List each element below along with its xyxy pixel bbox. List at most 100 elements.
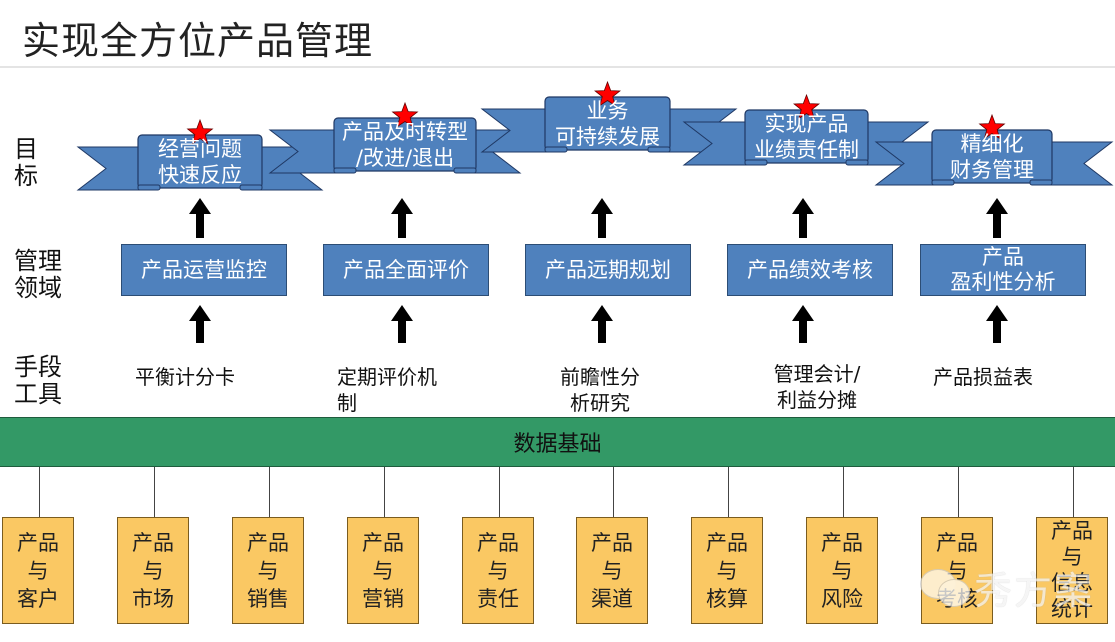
star-icon [978, 113, 1006, 140]
data-domain-label: 与 [716, 559, 738, 583]
row-label-goals-line: 标 [14, 162, 38, 190]
row-label-tools-line: 工具 [14, 380, 62, 408]
ribbon-left-tail [268, 129, 345, 174]
management-area-label: 产品运营监控 [141, 257, 267, 282]
ribbon-left-tail [682, 121, 756, 166]
management-area-box: 产品绩效考核 [727, 244, 893, 296]
tool-label-line: 利益分摊 [777, 388, 857, 412]
connector-line [958, 467, 959, 517]
data-domain-label: 信息 [1051, 571, 1093, 595]
data-domain-label: 核算 [706, 587, 748, 611]
management-area-label: 产品全面评价 [343, 257, 469, 282]
goal-label-line: 可持续发展 [555, 125, 660, 149]
ribbon-curl [333, 167, 357, 174]
data-domain-label: 与 [257, 559, 279, 583]
data-domain-label: 产品 [247, 531, 289, 555]
data-domain-box: 产品与市场 [117, 517, 189, 624]
data-domain-label: 与 [142, 559, 164, 583]
connector-line [613, 467, 614, 517]
watermark: 秀方案 [920, 560, 1094, 615]
goal-label-line: 实现产品 [764, 112, 849, 136]
tool-label-line: 管理会计/ [773, 362, 861, 386]
ribbon-curl [845, 159, 869, 166]
data-domain-label: 责任 [477, 587, 519, 611]
goal-label: 业务可持续发展 [535, 98, 680, 150]
tool-label-line: 前瞻性分 [560, 365, 640, 389]
management-area-label: 盈利性分析 [950, 270, 1056, 294]
ribbon-curl [647, 146, 671, 153]
goal-label-line: 精细化 [960, 132, 1024, 156]
connector-line [154, 467, 155, 517]
data-domain-label: 产品 [362, 531, 404, 555]
title-divider [0, 66, 1115, 68]
management-area-label: 产品绩效考核 [747, 257, 873, 282]
goal-ribbon [480, 80, 738, 153]
data-domain-label: 渠道 [591, 587, 633, 611]
row-label-management-line: 管理 [14, 247, 62, 275]
goal-label: 精细化财务管理 [922, 131, 1062, 183]
data-domain-label: 产品 [821, 531, 863, 555]
management-area-box: 产品远期规划 [525, 244, 691, 296]
tool-label: 前瞻性分析研究 [548, 364, 652, 416]
tool-label-line: 制 [337, 391, 357, 415]
data-domain-box: 产品与核算 [691, 517, 763, 624]
row-label-management-line: 领域 [14, 274, 62, 302]
data-domain-label: 与 [27, 559, 49, 583]
data-domain-box: 产品与销售 [232, 517, 304, 624]
row-label-tools: 手段 工具 [14, 354, 70, 408]
goal-ribbons [76, 80, 1114, 191]
data-domain-label: 与 [372, 559, 394, 583]
goal-label: 经营问题快速反应 [128, 136, 272, 188]
goal-label-line: 快速反应 [158, 163, 242, 187]
management-area-box: 产品全面评价 [323, 244, 489, 296]
data-domain-label: 与 [831, 559, 853, 583]
management-area-label: 产品远期规划 [545, 257, 671, 282]
data-domain-box: 产品与营销 [347, 517, 419, 624]
ribbon-curl [744, 159, 768, 166]
star-icon [793, 93, 820, 120]
management-area-label: 产品 [982, 245, 1024, 269]
row-label-goals: 目 标 [14, 136, 70, 190]
data-domain-label: 与 [487, 559, 509, 583]
data-domain-label: 产品 [1051, 519, 1093, 543]
data-domain-label: 产品 [477, 531, 519, 555]
tool-label: 平衡计分卡 [135, 364, 235, 390]
data-domain-box: 产品与责任 [462, 517, 534, 624]
tool-label: 定期评价机制 [337, 364, 437, 416]
data-domain-label: 市场 [132, 587, 174, 611]
connector-line [39, 467, 40, 517]
goal-ribbon [268, 101, 522, 174]
data-domain-label: 销售 [247, 587, 289, 611]
star-icon [594, 80, 621, 107]
connector-line [384, 467, 385, 517]
connector-line [728, 467, 729, 517]
tool-label-line: 平衡计分卡 [135, 365, 235, 389]
ribbon-left-tail [76, 146, 149, 191]
row-label-management: 管理 领域 [14, 248, 70, 302]
data-foundation-bar: 数据基础 [0, 417, 1115, 467]
goal-label-line: 业务 [586, 99, 629, 123]
ribbon-curl [239, 184, 263, 191]
connector-line [499, 467, 500, 517]
data-domain-label: 产品 [591, 531, 633, 555]
page-title: 实现全方位产品管理 [22, 19, 374, 63]
data-domain-label: 统计 [1051, 597, 1093, 621]
data-domain-label: 与 [1061, 545, 1083, 569]
star-icon [391, 101, 419, 128]
ribbon-curl [931, 179, 955, 186]
data-domain-box: 产品与信息统计 [1036, 517, 1108, 624]
data-domain-label: 客户 [17, 587, 59, 611]
ribbon-curl [544, 146, 568, 153]
goal-ribbon [874, 113, 1114, 186]
data-foundation-label: 数据基础 [513, 432, 602, 457]
goal-label-line: 财务管理 [950, 158, 1034, 182]
data-domain-box: 产品与渠道 [576, 517, 648, 624]
data-domain-label: 产品 [17, 531, 59, 555]
tool-label-line: 定期评价机 [337, 365, 437, 389]
wechat-icon [920, 567, 972, 609]
data-domain-label: 营销 [362, 587, 404, 611]
data-domain-label: 产品 [936, 531, 978, 555]
goal-label-line: 经营问题 [158, 137, 242, 161]
data-domain-label: 产品 [706, 531, 748, 555]
row-label-goals-line: 目 [14, 135, 38, 163]
